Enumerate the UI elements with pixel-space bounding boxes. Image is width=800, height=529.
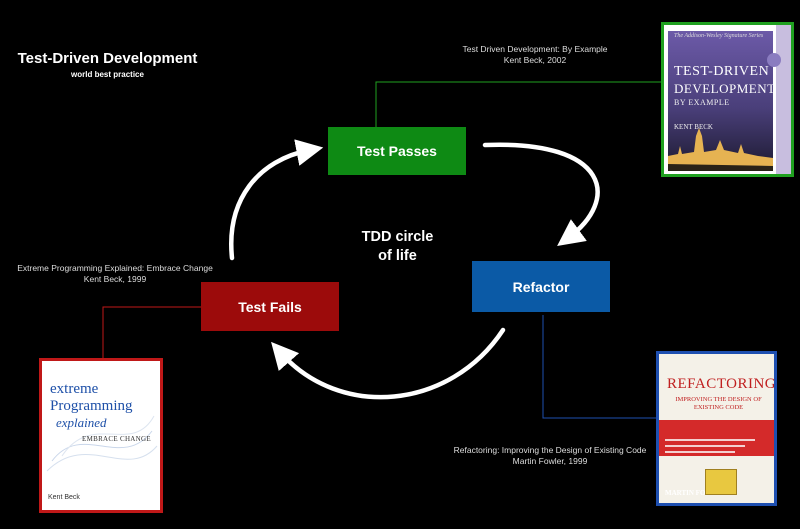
cover-line-3: explained	[56, 415, 107, 430]
cover-author: KENT BECK	[674, 123, 713, 131]
tdd-book-connector	[375, 81, 661, 127]
arrow-fails-to-passes	[229, 139, 324, 261]
refactoring-book-connector	[542, 315, 656, 419]
cover-author: MARTIN FOWLER	[665, 489, 727, 497]
center-label-line-2: of life	[378, 248, 417, 264]
cover-author: Kent Beck	[48, 494, 80, 501]
cover-line-2: Programming	[50, 398, 133, 414]
signature-badge-icon	[767, 53, 781, 67]
cycle-center-label: TDD circle of life	[330, 228, 465, 266]
step-label: Test Fails	[238, 298, 302, 315]
cover-series: The Addison-Wesley Signature Series	[674, 33, 764, 39]
center-label-line-1: TDD circle	[361, 229, 434, 245]
arrow-passes-to-refactor	[482, 142, 600, 246]
page-title: Test-Driven Development	[17, 50, 198, 67]
caption-title: Extreme Programming Explained: Embrace C…	[17, 263, 213, 273]
step-label: Test Passes	[357, 143, 437, 159]
refactoring-book-caption: Refactoring: Improving the Design of Exi…	[440, 445, 660, 467]
cover-contributors-line	[665, 445, 745, 447]
arrow-refactor-to-fails	[271, 327, 506, 400]
cover-contributors-line	[665, 439, 755, 441]
tdd-book-caption: Test Driven Development: By Example Kent…	[430, 44, 640, 66]
cover-subtitle: EMBRACE CHANGE	[82, 435, 151, 443]
caption-meta: Kent Beck, 2002	[503, 55, 567, 65]
cover-title-2: DEVELOPMENT	[674, 81, 776, 96]
cover-spine-strip	[776, 25, 791, 174]
step-test-passes: Test Passes	[328, 127, 466, 175]
caption-meta: Kent Beck, 1999	[83, 274, 147, 284]
cover-subtitle: IMPROVING THE DESIGN OF EXISTING CODE	[675, 396, 762, 411]
tdd-book-cover: The Addison-Wesley Signature Series TEST…	[661, 22, 794, 177]
cover-contributors-line	[665, 451, 735, 453]
cover-art: The Addison-Wesley Signature Series TEST…	[668, 31, 776, 171]
cover-line-1: extreme	[50, 381, 99, 397]
cover-swirl-illustration	[46, 415, 158, 472]
refactoring-book-cover: REFACTORING IMPROVING THE DESIGN OF EXIS…	[656, 351, 777, 506]
cover-subtitle: BY EXAMPLE	[674, 98, 730, 107]
series-emblem-icon	[705, 469, 737, 495]
caption-title: Test Driven Development: By Example	[462, 44, 608, 54]
xp-book-caption: Extreme Programming Explained: Embrace C…	[5, 263, 225, 285]
step-test-fails: Test Fails	[201, 282, 339, 331]
caption-title: Refactoring: Improving the Design of Exi…	[453, 445, 647, 455]
page-header: Test-Driven Development world best pract…	[0, 50, 215, 79]
page-subtitle: world best practice	[71, 70, 144, 79]
xp-book-cover: extreme Programming explained EMBRACE CH…	[39, 358, 163, 513]
step-label: Refactor	[512, 278, 570, 295]
caption-meta: Martin Fowler, 1999	[512, 456, 588, 466]
xp-book-connector	[102, 306, 201, 358]
cover-title: REFACTORING	[667, 376, 777, 392]
step-refactor: Refactor	[472, 261, 610, 312]
cover-title-1: TEST-DRIVEN	[674, 64, 770, 79]
cover-author-band: MARTIN FOWLER	[659, 420, 774, 497]
cathedral-illustration	[668, 128, 773, 171]
